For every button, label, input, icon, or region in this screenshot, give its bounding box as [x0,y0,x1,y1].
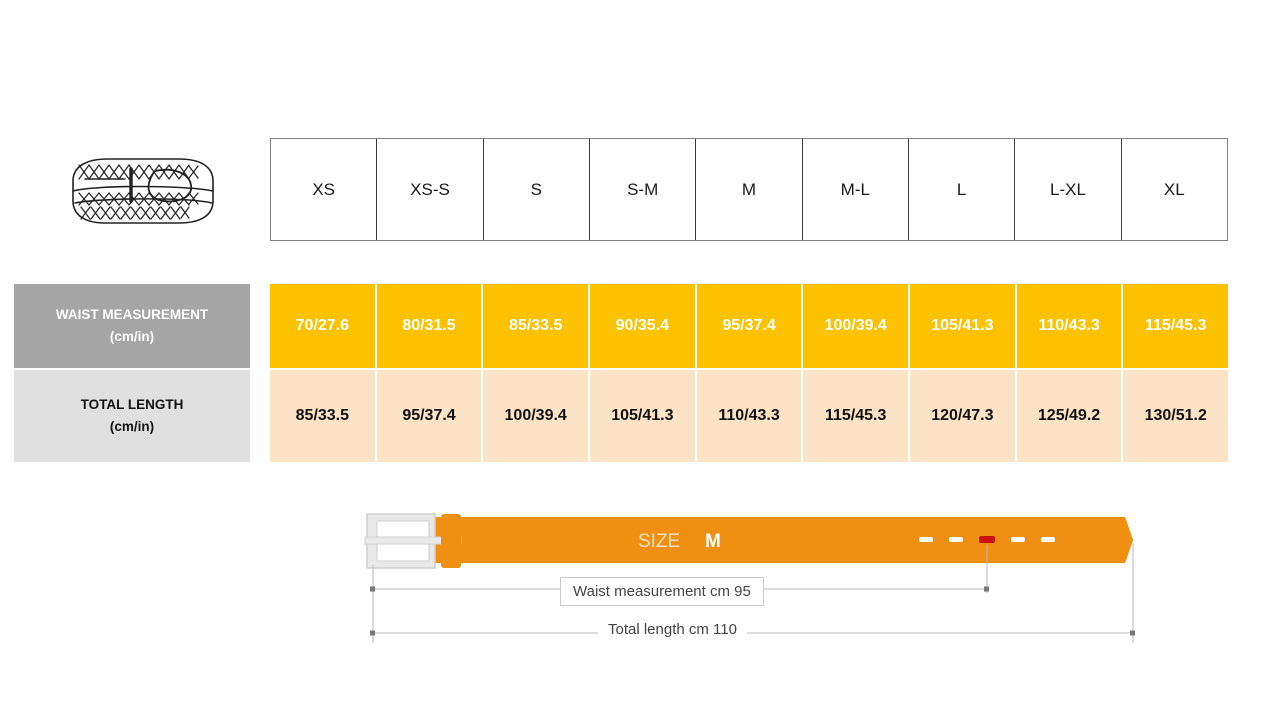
belt-size-prefix: SIZE [638,531,680,552]
belt-hole [919,537,933,542]
length-value-cell: 110/43.3 [697,370,804,462]
length-value-cell: 125/49.2 [1017,370,1124,462]
length-value-cell: 95/37.4 [377,370,484,462]
waist-value-cell: 115/45.3 [1145,317,1207,334]
belt-holes [919,536,1055,543]
belt-buckle-icon [364,513,462,569]
size-header-cell: L-XL [1015,139,1122,240]
size-header-cell: L [909,139,1016,240]
size-header-cell: XS [271,139,378,240]
belt-strap [369,517,1133,563]
waist-value-cell: 105/41.3 [910,284,1017,368]
size-header-cell: XS-S [377,139,484,240]
size-header-row: XS XS-S S S-M M M-L L L-XL XL [270,138,1228,241]
waist-label-unit: (cm/in) [109,329,155,344]
braided-belt-illustration [72,158,214,224]
size-header-cell: XL [1163,179,1185,199]
total-length-label: TOTAL LENGTH (cm/in) [14,370,250,462]
size-header-cell: M [696,139,803,240]
length-label-unit: (cm/in) [109,419,155,434]
waist-label-title: WAIST MEASUREMENT [55,306,209,322]
belt-hole-active [979,536,995,543]
belt-measurement-diagram: SIZE M [364,513,1135,643]
belt-size-value: M [705,531,721,552]
waist-value-cell: 100/39.4 [803,284,911,368]
length-value-cell: 100/39.4 [483,370,591,462]
length-value-cell: 120/47.3 [910,370,1017,462]
dimension-extension-lines [372,543,1134,643]
belt-hole [1041,537,1055,542]
total-length-dimension-line [370,630,1135,636]
length-label-title: TOTAL LENGTH [80,396,184,412]
size-header-cell: S-M [590,139,697,240]
waist-value-cell: 95/37.4 [697,284,804,368]
waist-value-cell: 80/31.5 [377,284,484,368]
waist-measurement-label: WAIST MEASUREMENT (cm/in) [14,284,250,368]
size-header-cell: M-L [803,139,909,240]
waist-measurement-row: 70/27.6 80/31.5 85/33.5 90/35.4 95/37.4 … [270,284,1228,368]
waist-value-cell: 110/43.3 [1017,284,1124,368]
length-value-cell: 115/45.3 [803,370,911,462]
length-value-cell: 130/51.2 [1144,407,1207,424]
belt-hole [949,537,963,542]
belt-keeper-loop [441,514,461,568]
belt-hole [1011,537,1025,542]
size-header-cell: S [484,139,590,240]
waist-dimension-label: Waist measurement cm 95 [560,577,764,606]
length-value-cell: 105/41.3 [590,370,697,462]
waist-value-cell: 85/33.5 [483,284,591,368]
waist-value-cell: 70/27.6 [270,284,377,368]
waist-value-cell: 90/35.4 [590,284,697,368]
total-length-row: 85/33.5 95/37.4 100/39.4 105/41.3 110/43… [270,370,1228,462]
total-length-dimension-label: Total length cm 110 [598,619,747,640]
length-value-cell: 85/33.5 [270,370,377,462]
